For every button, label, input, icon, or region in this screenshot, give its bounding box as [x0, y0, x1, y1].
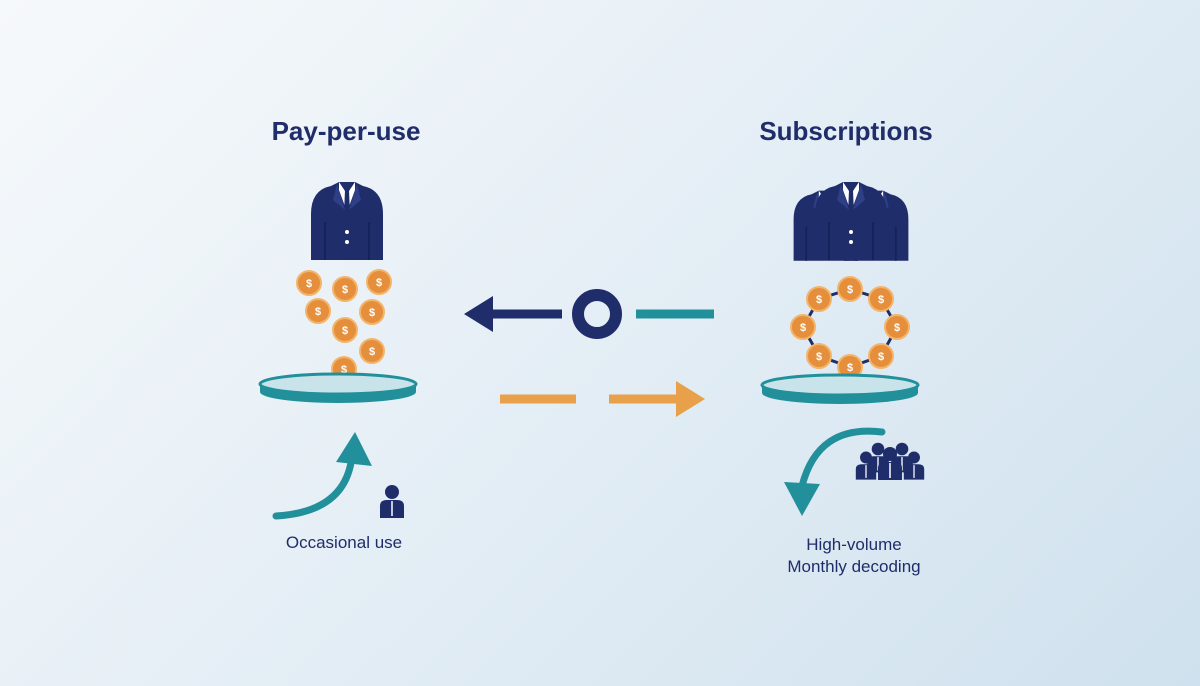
coin-symbol: $	[800, 322, 806, 334]
coin-icon: $	[837, 276, 863, 302]
falling-coins: $ $ $ $ $ $ $ $	[296, 269, 392, 382]
person-icon	[379, 484, 405, 519]
curved-up-arrow-icon	[272, 432, 372, 520]
occasional-use-caption: Occasional use	[285, 533, 403, 552]
people-group-icon	[855, 442, 925, 481]
coin-symbol: $	[369, 307, 375, 319]
coin-symbol: $	[878, 294, 884, 306]
pay-per-use-title: Pay-per-use	[271, 116, 421, 146]
coin-symbol: $	[342, 284, 348, 296]
coin-icon: $	[868, 343, 894, 369]
coin-icon: $	[790, 314, 816, 340]
coin-symbol: $	[315, 306, 321, 318]
platform-icon	[760, 373, 920, 404]
coin-icon: $	[305, 298, 331, 324]
caption-line-1: High-volume	[806, 535, 902, 554]
right-arrow-icon	[609, 381, 705, 417]
curved-down-arrow-icon	[784, 427, 886, 516]
coin-ring-icon: $ $ $ $ $ $ $ $	[790, 276, 910, 380]
coin-icon: $	[806, 286, 832, 312]
coin-icon: $	[296, 270, 322, 296]
coin-symbol: $	[376, 277, 382, 289]
coin-symbol: $	[306, 278, 312, 290]
coin-symbol: $	[847, 362, 853, 374]
coin-icon: $	[806, 343, 832, 369]
high-volume-caption: High-volume Monthly decoding	[734, 534, 974, 578]
coin-symbol: $	[894, 322, 900, 334]
coin-icon: $	[366, 269, 392, 295]
coin-symbol: $	[816, 351, 822, 363]
suit-icon	[310, 181, 384, 261]
coin-icon: $	[884, 314, 910, 340]
left-arrow-icon	[464, 296, 562, 332]
subscriptions-title: Subscriptions	[759, 116, 933, 146]
coin-symbol: $	[369, 346, 375, 358]
coin-symbol: $	[341, 364, 347, 376]
ring-node-icon	[572, 289, 622, 339]
coin-symbol: $	[878, 351, 884, 363]
coin-symbol: $	[847, 284, 853, 296]
platform-icon	[258, 372, 418, 403]
suits-group-icon	[792, 181, 910, 262]
coin-icon: $	[359, 338, 385, 364]
caption-line-2: Monthly decoding	[787, 557, 921, 576]
coin-symbol: $	[342, 325, 348, 337]
coin-icon: $	[332, 317, 358, 343]
coin-symbol: $	[816, 294, 822, 306]
coin-icon: $	[359, 299, 385, 325]
coin-icon: $	[868, 286, 894, 312]
coin-icon: $	[332, 276, 358, 302]
